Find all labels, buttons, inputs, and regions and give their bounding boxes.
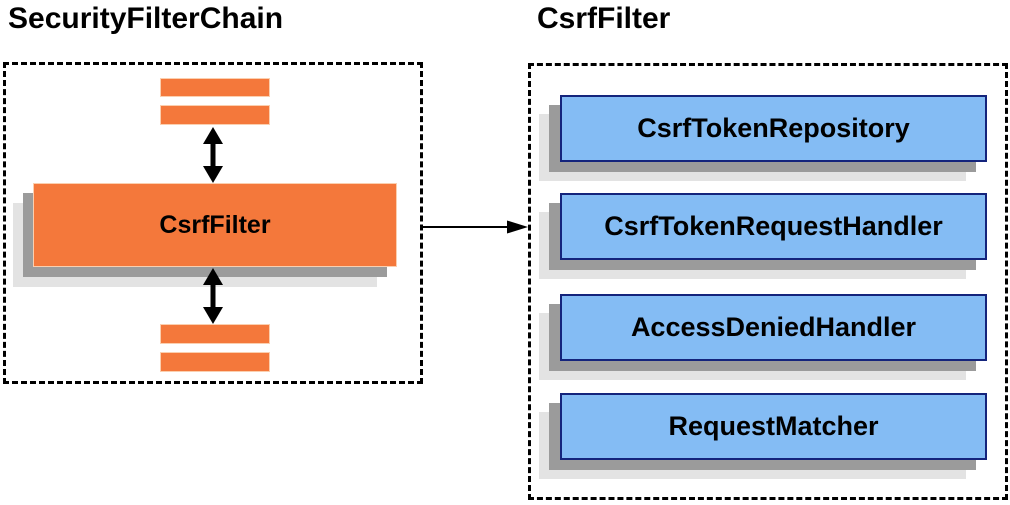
component-box-csrf-token-repository: CsrfTokenRepository — [539, 95, 987, 181]
double-arrow-icon — [202, 127, 224, 183]
component-box-request-matcher: RequestMatcher — [539, 393, 987, 479]
csrf-filter-panel: CsrfTokenRepository CsrfTokenRequestHand… — [528, 63, 1008, 500]
right-panel-title: CsrfFilter — [537, 2, 671, 35]
filter-placeholder-bar — [160, 352, 270, 372]
component-label: CsrfTokenRepository — [560, 95, 987, 162]
component-label: CsrfTokenRequestHandler — [560, 193, 987, 260]
component-box-csrf-token-request-handler: CsrfTokenRequestHandler — [539, 193, 987, 279]
component-label: RequestMatcher — [560, 393, 987, 460]
double-arrow-icon — [202, 268, 224, 324]
filter-placeholder-bar — [160, 78, 270, 97]
csrf-filter-box: CsrfFilter — [13, 183, 397, 287]
flow-arrow-icon — [423, 220, 528, 234]
filter-placeholder-bar — [160, 105, 270, 125]
csrf-filter-box-label: CsrfFilter — [33, 183, 397, 267]
left-panel-title: SecurityFilterChain — [8, 2, 284, 35]
filter-placeholder-bar — [160, 324, 270, 344]
security-filter-chain-panel: CsrfFilter — [3, 62, 423, 384]
component-label: AccessDeniedHandler — [560, 294, 987, 361]
component-box-access-denied-handler: AccessDeniedHandler — [539, 294, 987, 380]
